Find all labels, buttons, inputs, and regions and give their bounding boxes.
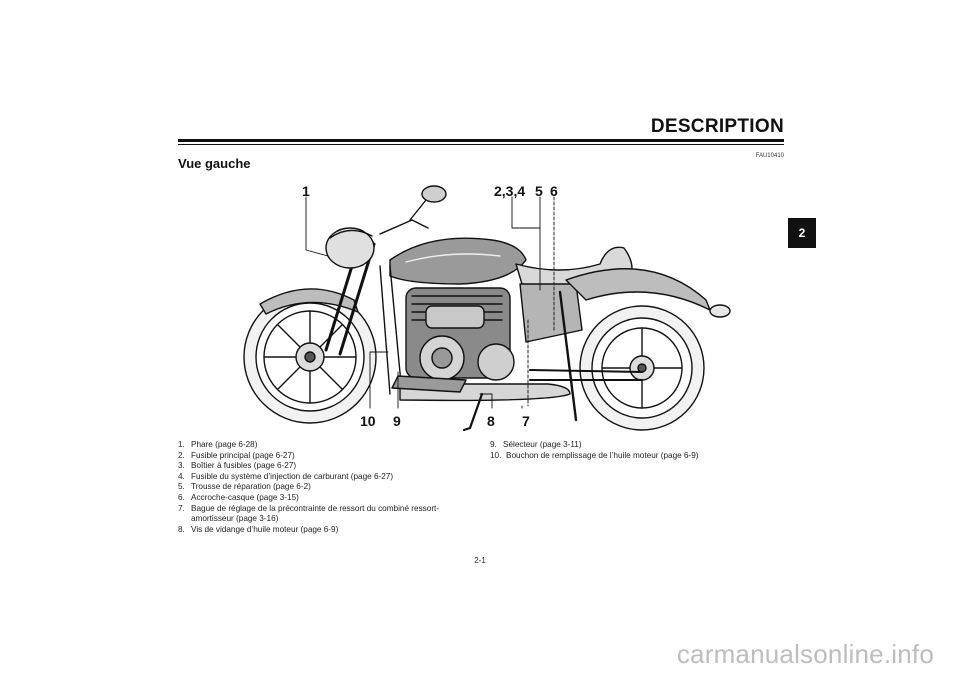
- legend-item: 7.Bague de réglage de la précontrainte d…: [178, 503, 440, 524]
- callout-6: 6: [550, 183, 558, 199]
- callout-7: 7: [522, 413, 530, 429]
- page-title: DESCRIPTION: [650, 116, 784, 137]
- page-number: 2-1: [474, 556, 486, 565]
- chapter-tab: 2: [788, 218, 816, 248]
- legend-item: 9.Sélecteur (page 3-11): [490, 440, 582, 449]
- callout-2-3-4: 2,3,4: [494, 183, 526, 199]
- legend-right: 9.Sélecteur (page 3-11) 10.Bouchon de re…: [490, 440, 786, 461]
- legend-item: 3.Boîtier à fusibles (page 6-27): [178, 461, 297, 471]
- callout-9: 9: [393, 413, 401, 429]
- section-heading: Vue gauche: [178, 156, 251, 171]
- legend-item: 4.Fusible du système d’injection de carb…: [178, 471, 394, 481]
- legend-item: 2.Fusible principal (page 6-27): [178, 450, 295, 460]
- header-rule-thin: [178, 144, 784, 145]
- legend-item: 10.Bouchon de remplissage de l’huile mot…: [490, 450, 699, 460]
- legend-item: 8.Vis de vidange d’huile moteur (page 6-…: [178, 524, 339, 534]
- document-code: FAU10410: [755, 153, 784, 159]
- callout-5: 5: [535, 183, 543, 199]
- callout-8: 8: [487, 413, 495, 429]
- watermark: carmanualsonline.info: [676, 639, 934, 669]
- header-rule-thick: [178, 139, 784, 142]
- motorcycle-illustration: [243, 185, 731, 432]
- legend-item: 6.Accroche-casque (page 3-15): [178, 492, 299, 502]
- callout-10: 10: [360, 413, 376, 429]
- legend-item: 1.Phare (page 6-28): [178, 440, 258, 449]
- legend-item: 5.Trousse de réparation (page 6-2): [178, 482, 311, 492]
- callout-1: 1: [302, 183, 310, 199]
- legend-left: 1.Phare (page 6-28) 2.Fusible principal …: [178, 440, 478, 535]
